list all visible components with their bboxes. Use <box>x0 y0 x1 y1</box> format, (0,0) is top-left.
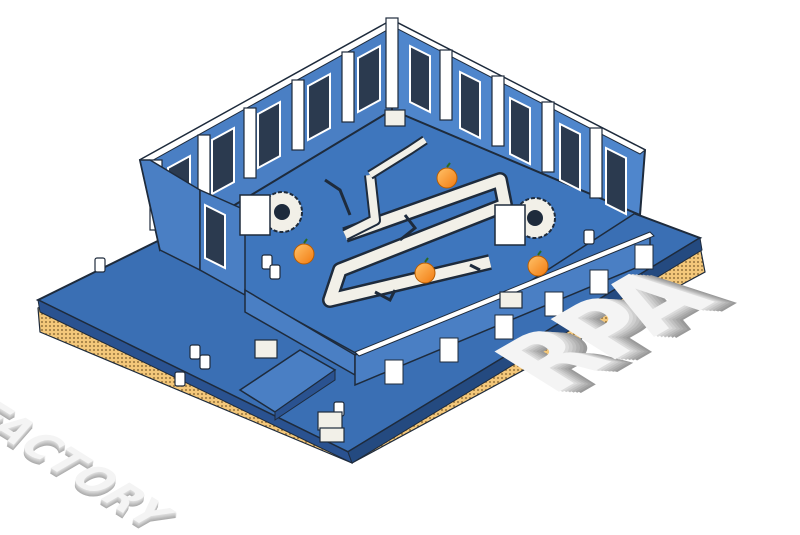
orange-2 <box>293 238 315 265</box>
orange-3 <box>414 257 436 284</box>
orange-1 <box>436 162 458 189</box>
gear-left <box>239 191 303 236</box>
crates <box>254 109 523 443</box>
robot-arms <box>324 178 481 303</box>
back-right-windows <box>409 44 627 216</box>
oranges <box>293 162 549 284</box>
loading-ramp <box>238 349 337 421</box>
orange-4 <box>527 250 549 277</box>
front-left-wall <box>139 159 356 377</box>
gear-right <box>494 197 556 246</box>
barrels <box>94 229 595 417</box>
conveyor-belt <box>322 135 513 308</box>
